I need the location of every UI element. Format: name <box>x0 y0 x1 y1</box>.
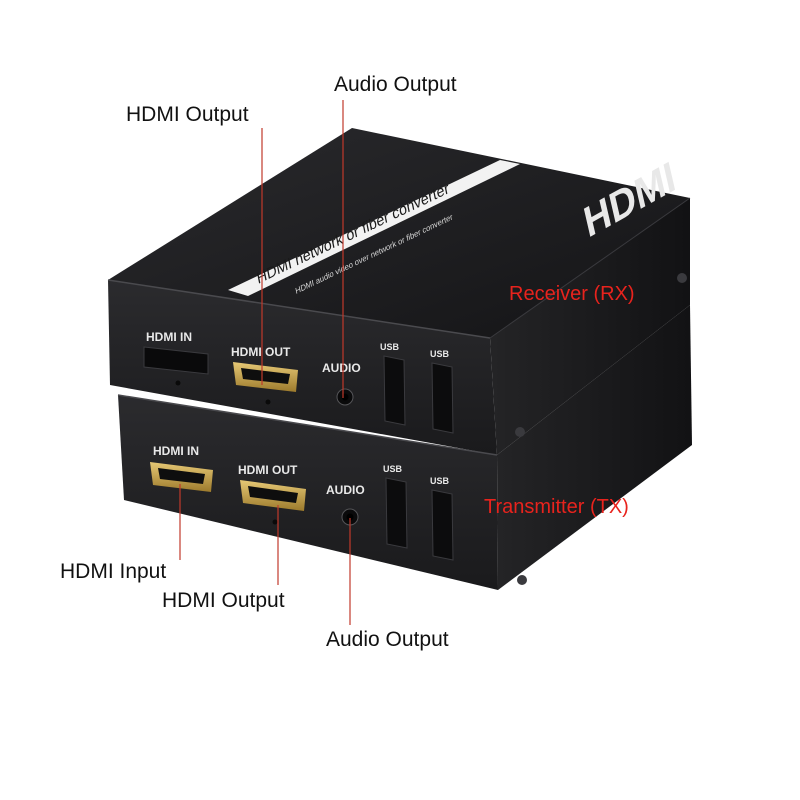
tx-usb-2-port <box>431 489 454 561</box>
rx-audio-label: AUDIO <box>322 361 361 375</box>
tx-audio-label: AUDIO <box>326 483 365 497</box>
rx-usb-1-label: USB <box>380 342 400 352</box>
tx-usb-1-port <box>385 477 408 549</box>
callout-tx-audio-output: Audio Output <box>326 628 449 651</box>
lid-label-strip <box>228 160 520 296</box>
screw-icon <box>515 427 525 437</box>
transmitter-unit: HDMI IN HDMI OUT AUDIO USB USB <box>117 305 692 590</box>
receiver-side <box>490 198 690 455</box>
callout-tx-hdmi-output: HDMI Output <box>162 589 285 612</box>
callout-rx-audio-output: Audio Output <box>334 73 457 96</box>
rx-hdmi-in-port <box>143 346 209 375</box>
transmitter-label: Transmitter (TX) <box>484 496 629 518</box>
led-icon <box>272 519 278 525</box>
rx-hdmi-out-label: HDMI OUT <box>231 345 291 359</box>
led-icon <box>265 399 271 405</box>
tx-hdmi-in-label: HDMI IN <box>153 444 199 458</box>
led-icon <box>175 380 181 386</box>
callout-rx-hdmi-output: HDMI Output <box>126 103 249 126</box>
rx-usb-2-port <box>431 362 454 434</box>
receiver-label: Receiver (RX) <box>509 283 635 305</box>
tx-hdmi-out-label: HDMI OUT <box>238 463 298 477</box>
rx-usb-2-label: USB <box>430 349 450 359</box>
rx-usb-1-port <box>383 355 406 426</box>
leader-lines <box>179 100 351 625</box>
callout-tx-hdmi-input: HDMI Input <box>60 560 167 583</box>
rx-hdmi-in-label: HDMI IN <box>146 330 192 344</box>
tx-usb-1-label: USB <box>383 464 403 474</box>
screw-icon <box>517 575 527 585</box>
tx-usb-2-label: USB <box>430 476 450 486</box>
transmitter-side <box>497 305 692 590</box>
receiver-unit: HDMI network or fiber converter HDMI aud… <box>107 128 691 455</box>
screw-icon <box>677 273 687 283</box>
